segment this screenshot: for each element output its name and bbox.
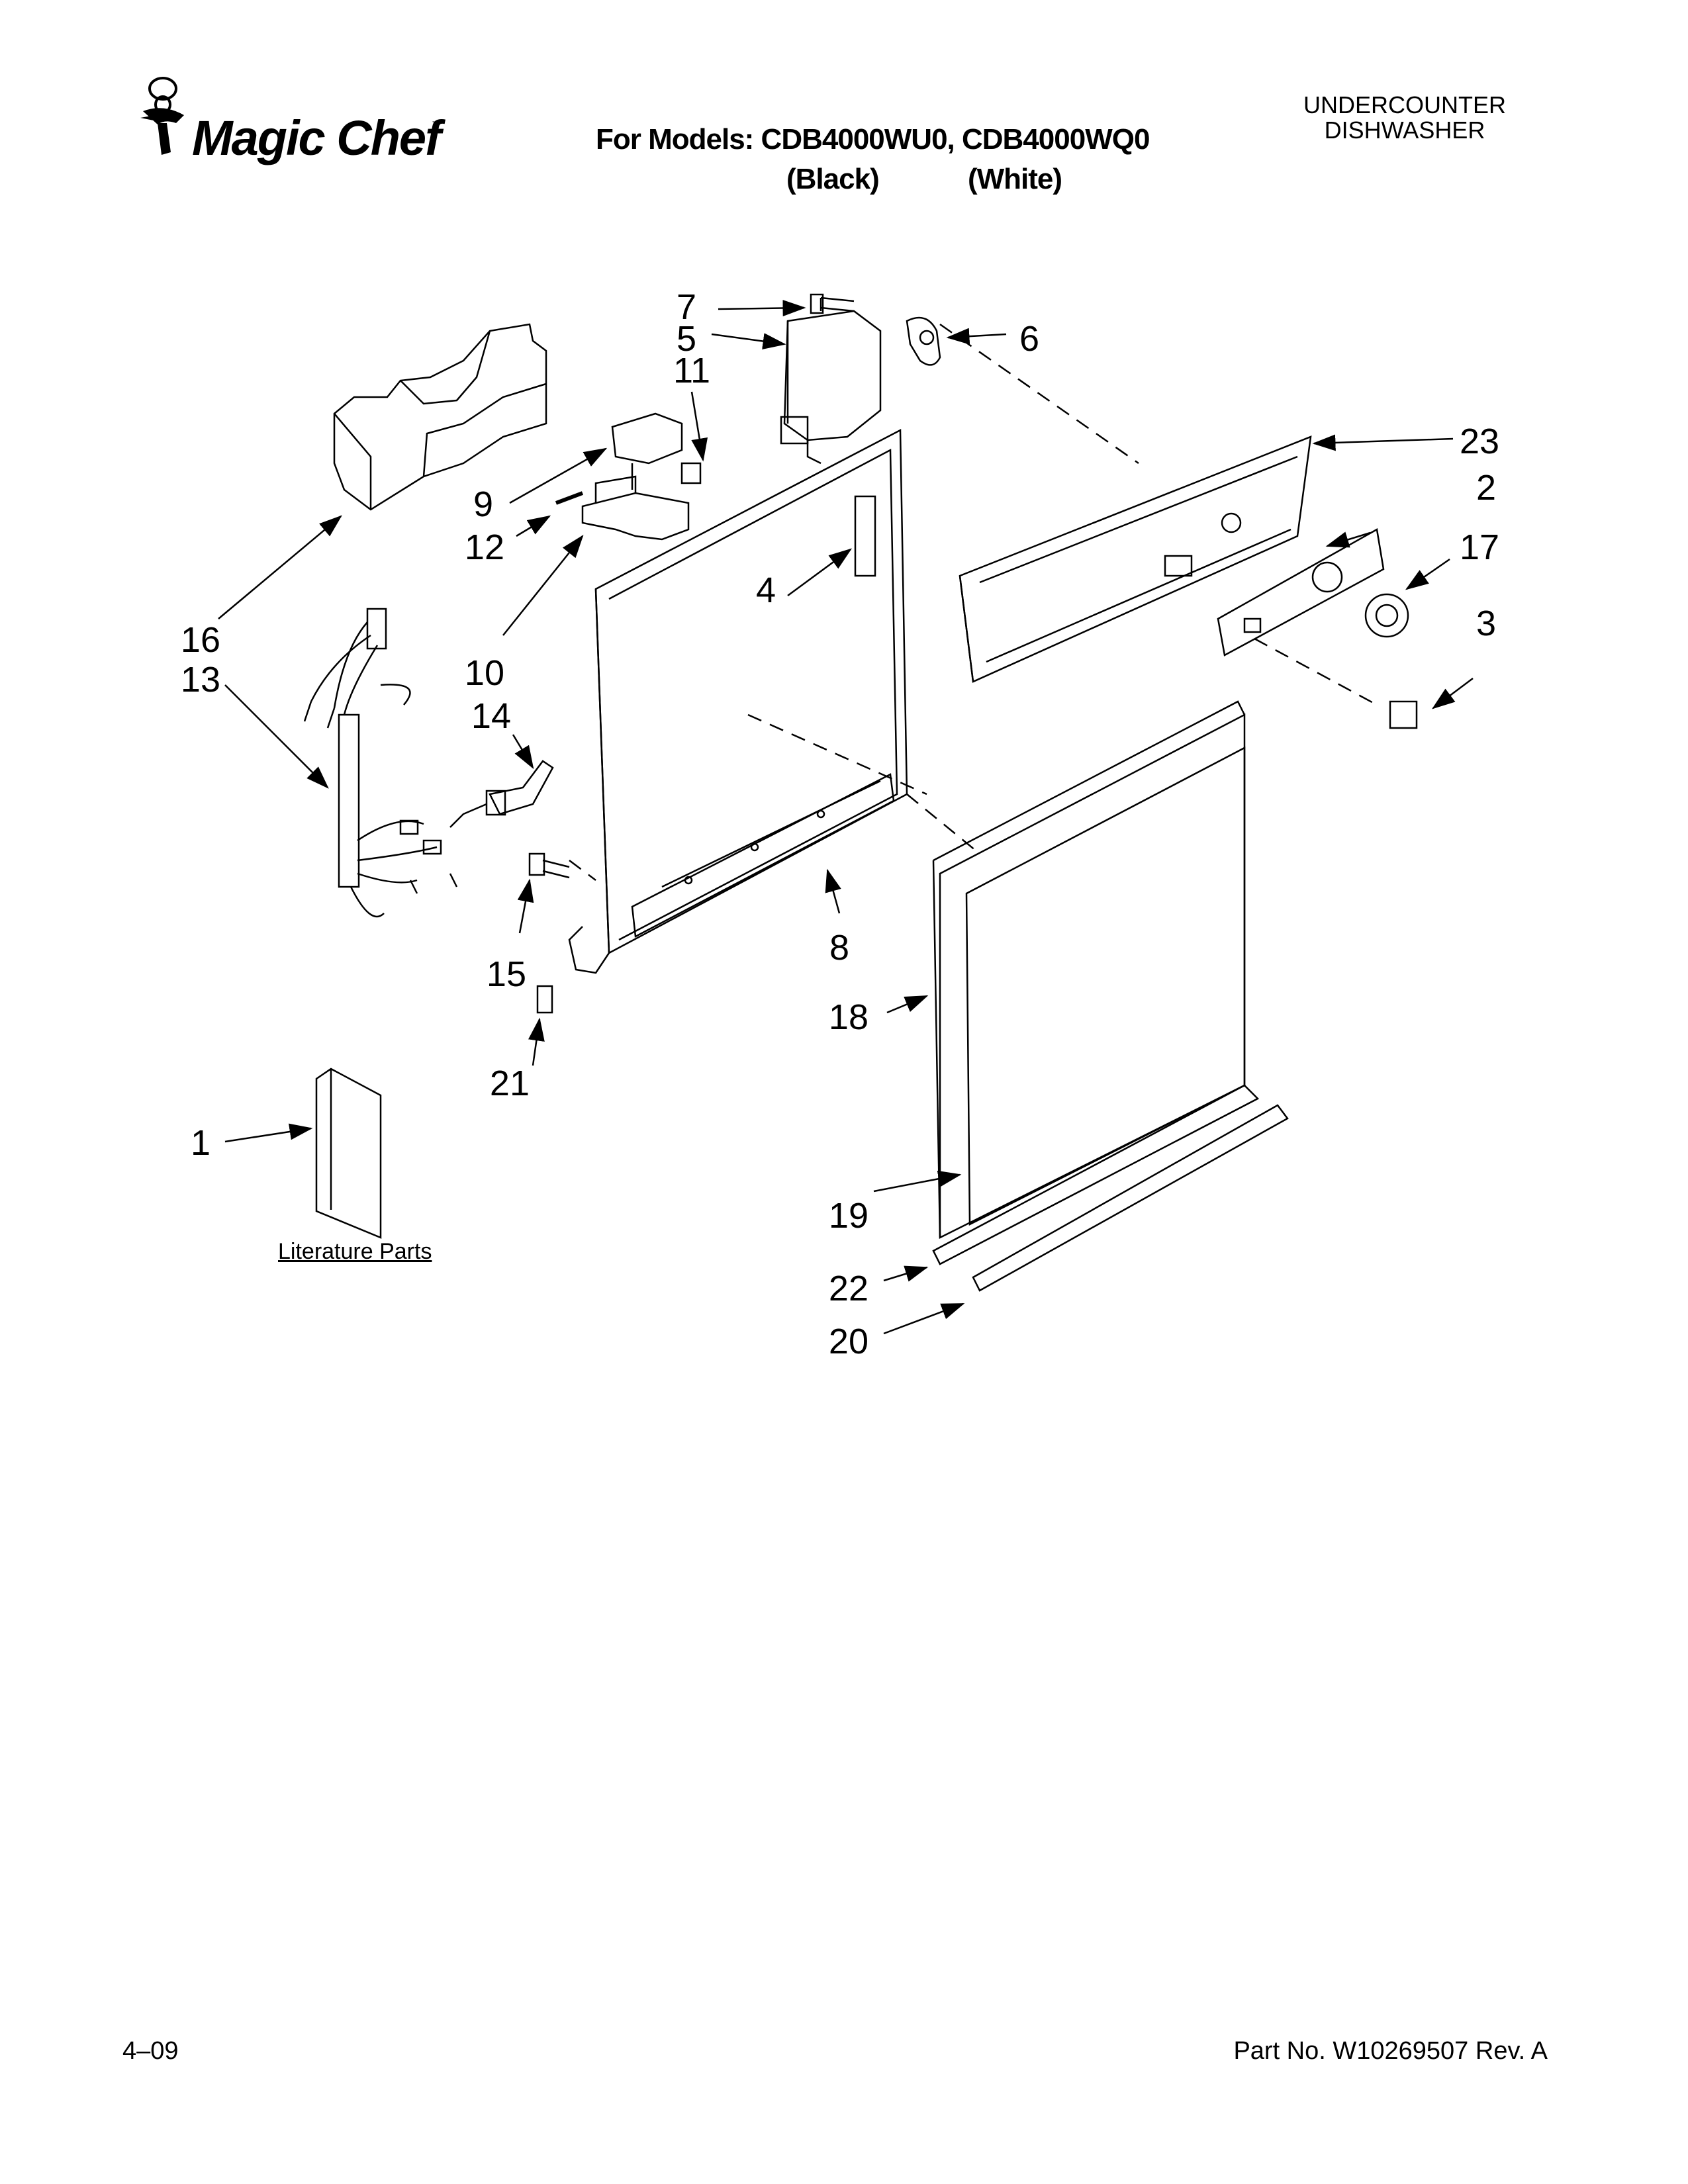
part-14-sensor [449, 760, 554, 828]
part-11-switch-bracket [680, 462, 702, 484]
callout-21: 21 [490, 1064, 530, 1103]
chef-icon [140, 77, 184, 155]
callout-5: 5 [677, 319, 696, 359]
part-4-hinge-bracket [854, 495, 876, 577]
part-13-wire-harness [303, 608, 458, 918]
part-18-door-panel [932, 700, 1246, 1240]
callout-12: 12 [465, 527, 504, 567]
leader-lines [218, 300, 1474, 1335]
callout-13: 13 [181, 660, 220, 700]
part-10-latch-housing [581, 475, 690, 541]
part-15-screw [528, 852, 570, 879]
part-8-door-frame [568, 428, 908, 974]
part-3-button [1389, 700, 1418, 729]
color-black-label: (Black) [786, 163, 880, 195]
part-1-literature-booklet [315, 1068, 382, 1239]
callout-3: 3 [1476, 604, 1496, 643]
part-23-control-panel [959, 435, 1312, 683]
callout-9: 9 [473, 484, 493, 524]
callout-23: 23 [1460, 422, 1499, 461]
callout-17: 17 [1460, 527, 1499, 567]
part-22-trim-strip [932, 1084, 1260, 1265]
color-white-label: (White) [968, 163, 1062, 195]
models-title: For Models: CDB4000WU0, CDB4000WQ0 [596, 123, 1150, 156]
alignment-lines [569, 323, 1378, 881]
brand-name: Magic Chef [192, 111, 442, 165]
revision-date: 4–09 [122, 2037, 179, 2065]
part-20-kick-strip [972, 1104, 1289, 1292]
callout-numbers: 1 2 3 4 5 6 7 8 9 10 11 12 13 14 15 16 1… [181, 287, 1499, 1361]
part-5-timer [780, 310, 882, 465]
part-number: Part No. W10269507 Rev. A [1233, 2037, 1548, 2065]
appliance-type: UNDERCOUNTER DISHWASHER [1272, 93, 1537, 143]
callout-15: 15 [487, 954, 526, 994]
part-19-insulation [965, 746, 1246, 1226]
part-6-knob-hub [906, 316, 941, 366]
part-17-knob [1364, 593, 1409, 638]
part-2-console-overlay [1217, 528, 1385, 657]
callout-10: 10 [465, 653, 504, 693]
part-9-latch-switch [611, 412, 683, 490]
callout-1: 1 [191, 1123, 211, 1163]
trademark-mark: ™ [432, 119, 441, 130]
part-21-clip [536, 985, 553, 1014]
callout-16: 16 [181, 620, 220, 660]
part-12-pin [555, 491, 584, 505]
callout-18: 18 [829, 997, 868, 1037]
callout-6: 6 [1019, 319, 1039, 359]
callout-14: 14 [471, 696, 511, 736]
part-7-screw [810, 293, 855, 314]
callout-7: 7 [677, 287, 696, 327]
callout-19: 19 [829, 1196, 868, 1236]
part-16-cover [333, 323, 547, 511]
callout-8: 8 [829, 928, 849, 968]
exploded-parts-diagram: 1 2 3 4 5 6 7 8 9 10 11 12 13 14 15 16 1… [181, 287, 1499, 1361]
callout-20: 20 [829, 1322, 868, 1361]
callout-2: 2 [1476, 468, 1496, 508]
appliance-line-2: DISHWASHER [1324, 116, 1485, 144]
literature-parts-label: Literature Parts [278, 1239, 432, 1264]
callout-22: 22 [829, 1269, 868, 1308]
callout-4: 4 [756, 570, 776, 610]
callout-11: 11 [673, 351, 710, 390]
appliance-line-1: UNDERCOUNTER [1303, 91, 1506, 118]
brand-logo [138, 71, 197, 158]
